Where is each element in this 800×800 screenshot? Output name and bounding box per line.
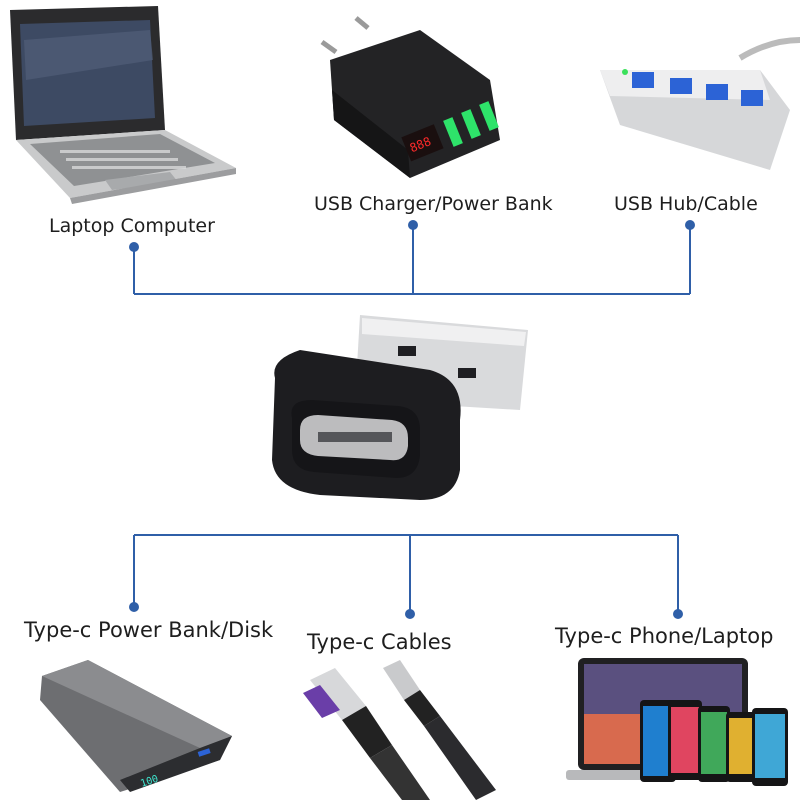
label-laptop-computer: Laptop Computer — [49, 215, 215, 237]
connector-dot — [405, 609, 415, 619]
connector-dot — [129, 242, 139, 252]
label-type-c-power-bank: Type-c Power Bank/Disk — [24, 618, 274, 642]
label-type-c-cables: Type-c Cables — [307, 630, 452, 654]
label-usb-hub: USB Hub/Cable — [614, 193, 758, 215]
connector-dot — [129, 602, 139, 612]
label-type-c-phone-laptop: Type-c Phone/Laptop — [555, 624, 774, 648]
connector-dot — [673, 609, 683, 619]
connector-dot — [408, 220, 418, 230]
connector-dot — [685, 220, 695, 230]
svg-text:100: 100 — [139, 774, 160, 790]
label-usb-charger: USB Charger/Power Bank — [314, 193, 553, 215]
